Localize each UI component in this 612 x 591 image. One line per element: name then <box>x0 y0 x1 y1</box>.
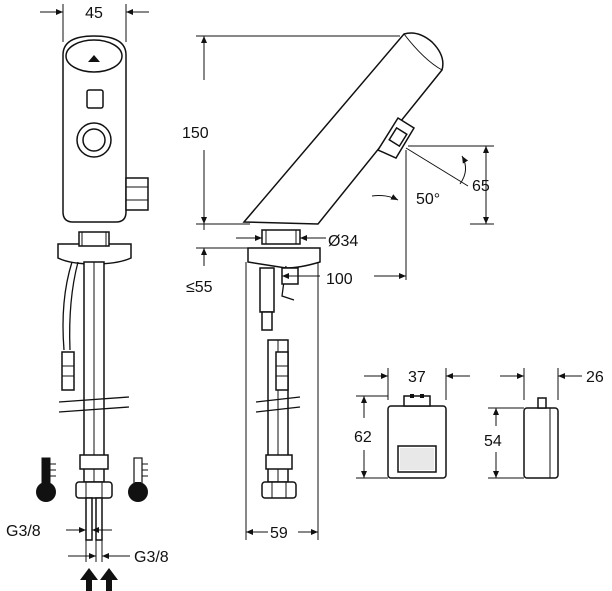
dim-thread-left: G3/8 <box>6 523 41 540</box>
dim-box-width: 37 <box>408 369 426 386</box>
thermometer-hot-icon <box>36 457 56 502</box>
dim-front-width: 45 <box>85 5 103 22</box>
break-line <box>255 396 301 403</box>
mounting-shank <box>259 267 275 313</box>
dim-sensor-height: 65 <box>472 178 490 195</box>
mounting-plate-side <box>247 247 321 269</box>
thermometer-cold-icon <box>128 457 148 502</box>
dim-deck-thickness: ≤55 <box>186 279 213 296</box>
dim-box-height: 62 <box>354 429 372 446</box>
angle-arc <box>371 194 399 201</box>
dim-reach: 100 <box>326 271 353 288</box>
control-box-side: 26 54 <box>484 368 604 479</box>
front-view: 45 <box>6 4 169 591</box>
brand-logo <box>88 55 100 62</box>
cable-plug-side <box>275 351 289 391</box>
hose-nut-side <box>265 454 293 470</box>
cable-plug <box>61 351 75 391</box>
mounting-nut-front <box>78 231 110 247</box>
dim-box-depth: 26 <box>586 369 604 386</box>
control-box-side-terminal <box>537 397 547 409</box>
mounting-plate-front <box>57 243 132 265</box>
sensor-window <box>86 89 104 109</box>
angle-leg <box>405 147 469 187</box>
angle-arc <box>459 155 469 185</box>
arrow-up-icon <box>80 568 98 591</box>
break-line <box>255 406 301 413</box>
arrow-up-icon <box>100 568 118 591</box>
hose-connector-side <box>261 481 297 499</box>
dim-sensor-angle: 50° <box>416 191 440 208</box>
control-box-side-housing <box>523 407 559 479</box>
dim-thread-right: G3/8 <box>134 549 169 566</box>
hose-connector <box>75 481 113 499</box>
control-box-terminal <box>403 395 431 407</box>
pipe-right <box>95 497 103 541</box>
dim-mount-diameter: Ø34 <box>328 233 358 250</box>
cable-left <box>69 261 79 351</box>
break-line <box>58 406 130 413</box>
cable-left <box>62 261 73 351</box>
sensor-lens <box>388 126 408 148</box>
side-view: 150 65 50° Ø34 ≤5 <box>182 32 494 542</box>
spout-tip-edge <box>403 33 443 71</box>
side-connector <box>125 177 149 211</box>
control-box-front: 37 62 <box>354 368 470 479</box>
dim-side-height: 150 <box>182 125 209 142</box>
break-line <box>58 396 130 403</box>
mounting-bolt <box>261 311 273 331</box>
dim-bottom-width: 59 <box>270 525 288 542</box>
spout-body <box>242 32 444 225</box>
dim-box-side-height: 54 <box>484 433 502 450</box>
mounting-nut-side <box>261 229 301 245</box>
hose-nut <box>79 454 109 470</box>
pipe-left <box>85 497 93 541</box>
sensor-ring-inner <box>82 128 106 152</box>
